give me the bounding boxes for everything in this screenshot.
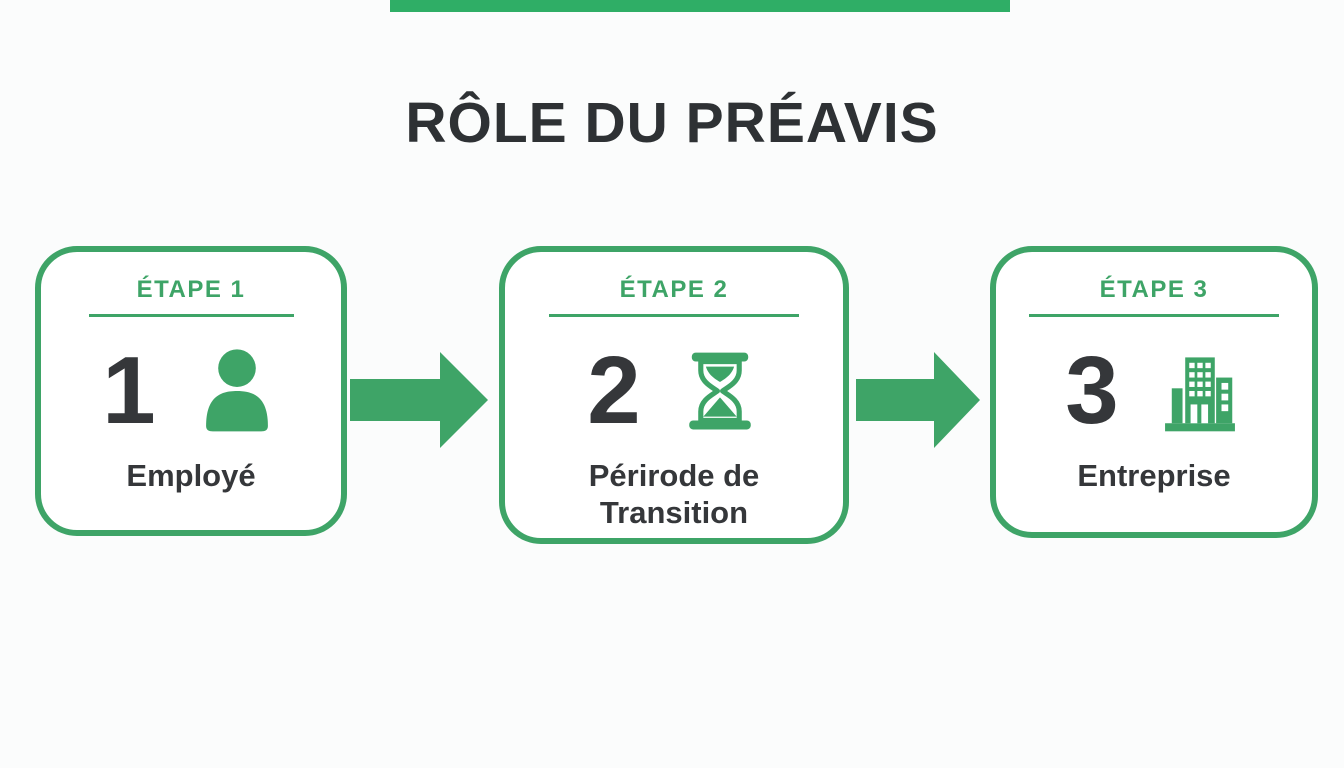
step-3-number: 3 <box>1065 337 1119 444</box>
step-2-divider <box>549 314 799 317</box>
top-accent-bar <box>390 0 1010 12</box>
step-2-number: 2 <box>587 337 641 444</box>
arrow-right-icon <box>350 351 490 454</box>
step-card-3: ÉTAPE 3 3 Entreprise <box>990 246 1318 538</box>
step-1-label: ÉTAPE 1 <box>136 276 246 303</box>
step-3-content: 3 <box>1065 341 1242 441</box>
step-1-number: 1 <box>102 337 156 444</box>
step-3-divider <box>1029 314 1279 317</box>
hourglass-icon <box>679 348 761 434</box>
arrow-right-icon <box>856 351 982 454</box>
step-2-title: Périrode de Transition <box>588 458 760 531</box>
person-icon <box>194 348 280 434</box>
step-3-label: ÉTAPE 3 <box>1099 276 1209 303</box>
building-icon <box>1157 348 1243 434</box>
step-1-title: Employé <box>126 458 256 493</box>
step-2-content: 2 <box>587 341 760 441</box>
page-title: RÔLE DU PRÉAVIS <box>405 91 939 155</box>
step-1-divider <box>88 314 294 317</box>
step-3-title: Entreprise <box>1077 458 1231 493</box>
step-1-content: 1 <box>102 341 279 441</box>
step-card-2: ÉTAPE 2 2 Périrode de Transition <box>499 246 849 544</box>
step-card-1: ÉTAPE 1 1 Employé <box>35 246 347 536</box>
step-2-label: ÉTAPE 2 <box>619 276 729 303</box>
